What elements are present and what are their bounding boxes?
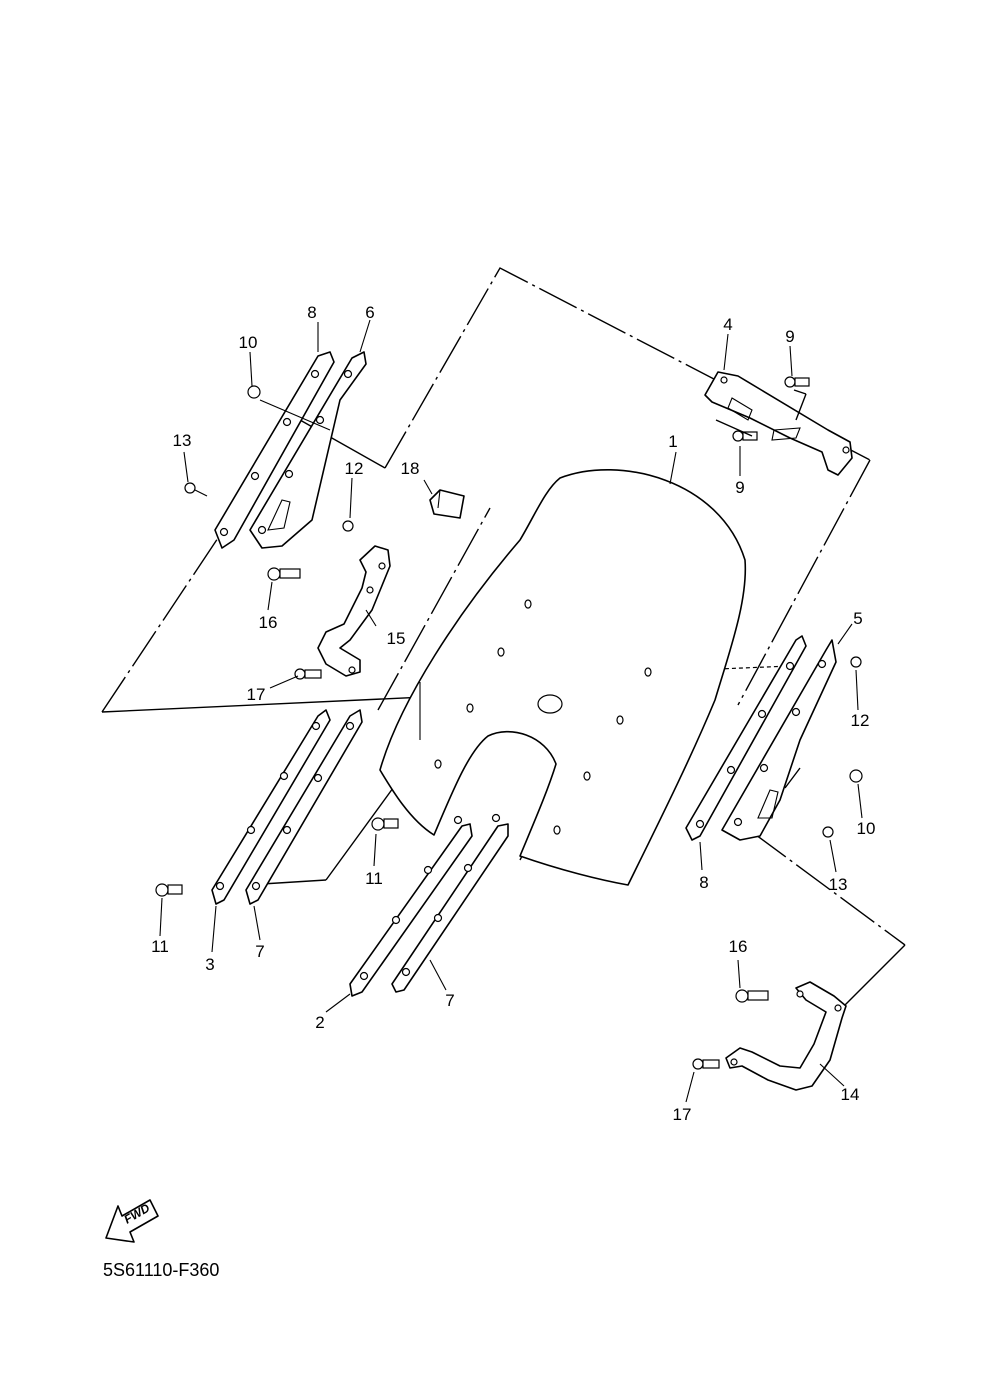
callout-18: 18	[401, 459, 420, 478]
callout-9-bottom: 9	[735, 478, 744, 497]
callout-3: 3	[205, 955, 214, 974]
callout-13-left: 13	[173, 431, 192, 450]
callout-7-center: 7	[445, 991, 454, 1010]
right-lower-stay	[725, 981, 847, 1091]
callout-8-right: 8	[699, 873, 708, 892]
left-lower-stay	[317, 545, 391, 677]
fasteners	[155, 376, 863, 1070]
windscreen	[379, 469, 747, 886]
callout-5: 5	[853, 609, 862, 628]
callout-labels: 1 2 3 4 5 6 7 7 8 8 9 9 10 10 11 11 12 1…	[151, 303, 875, 1124]
callout-10-left: 10	[239, 333, 258, 352]
callout-9-top: 9	[785, 327, 794, 346]
callout-8-left: 8	[307, 303, 316, 322]
left-lower-strips	[211, 709, 363, 905]
callout-6: 6	[365, 303, 374, 322]
top-stay-bracket	[704, 371, 853, 476]
callout-16-right: 16	[729, 937, 748, 956]
pad-18	[429, 489, 465, 519]
callout-17-left: 17	[247, 685, 266, 704]
callout-12-right: 12	[851, 711, 870, 730]
callout-10-right: 10	[857, 819, 876, 838]
callout-2: 2	[315, 1013, 324, 1032]
fwd-arrow-icon: FWD	[105, 1199, 159, 1243]
right-brackets	[685, 635, 837, 841]
callout-12-left: 12	[345, 459, 364, 478]
left-upper-brackets	[214, 351, 367, 549]
callout-13-right: 13	[829, 875, 848, 894]
callout-15: 15	[387, 629, 406, 648]
callout-11-center: 11	[365, 869, 383, 888]
center-lower-strips	[349, 813, 509, 997]
callout-14: 14	[841, 1085, 860, 1104]
callout-1: 1	[668, 432, 677, 451]
callout-7-left: 7	[255, 942, 264, 961]
part-code: 5S61110-F360	[103, 1260, 219, 1280]
callout-16-left: 16	[259, 613, 278, 632]
callout-11-left: 11	[151, 937, 169, 956]
callout-4: 4	[723, 315, 732, 334]
leader-lines	[159, 319, 863, 1103]
callout-17-right: 17	[673, 1105, 692, 1124]
